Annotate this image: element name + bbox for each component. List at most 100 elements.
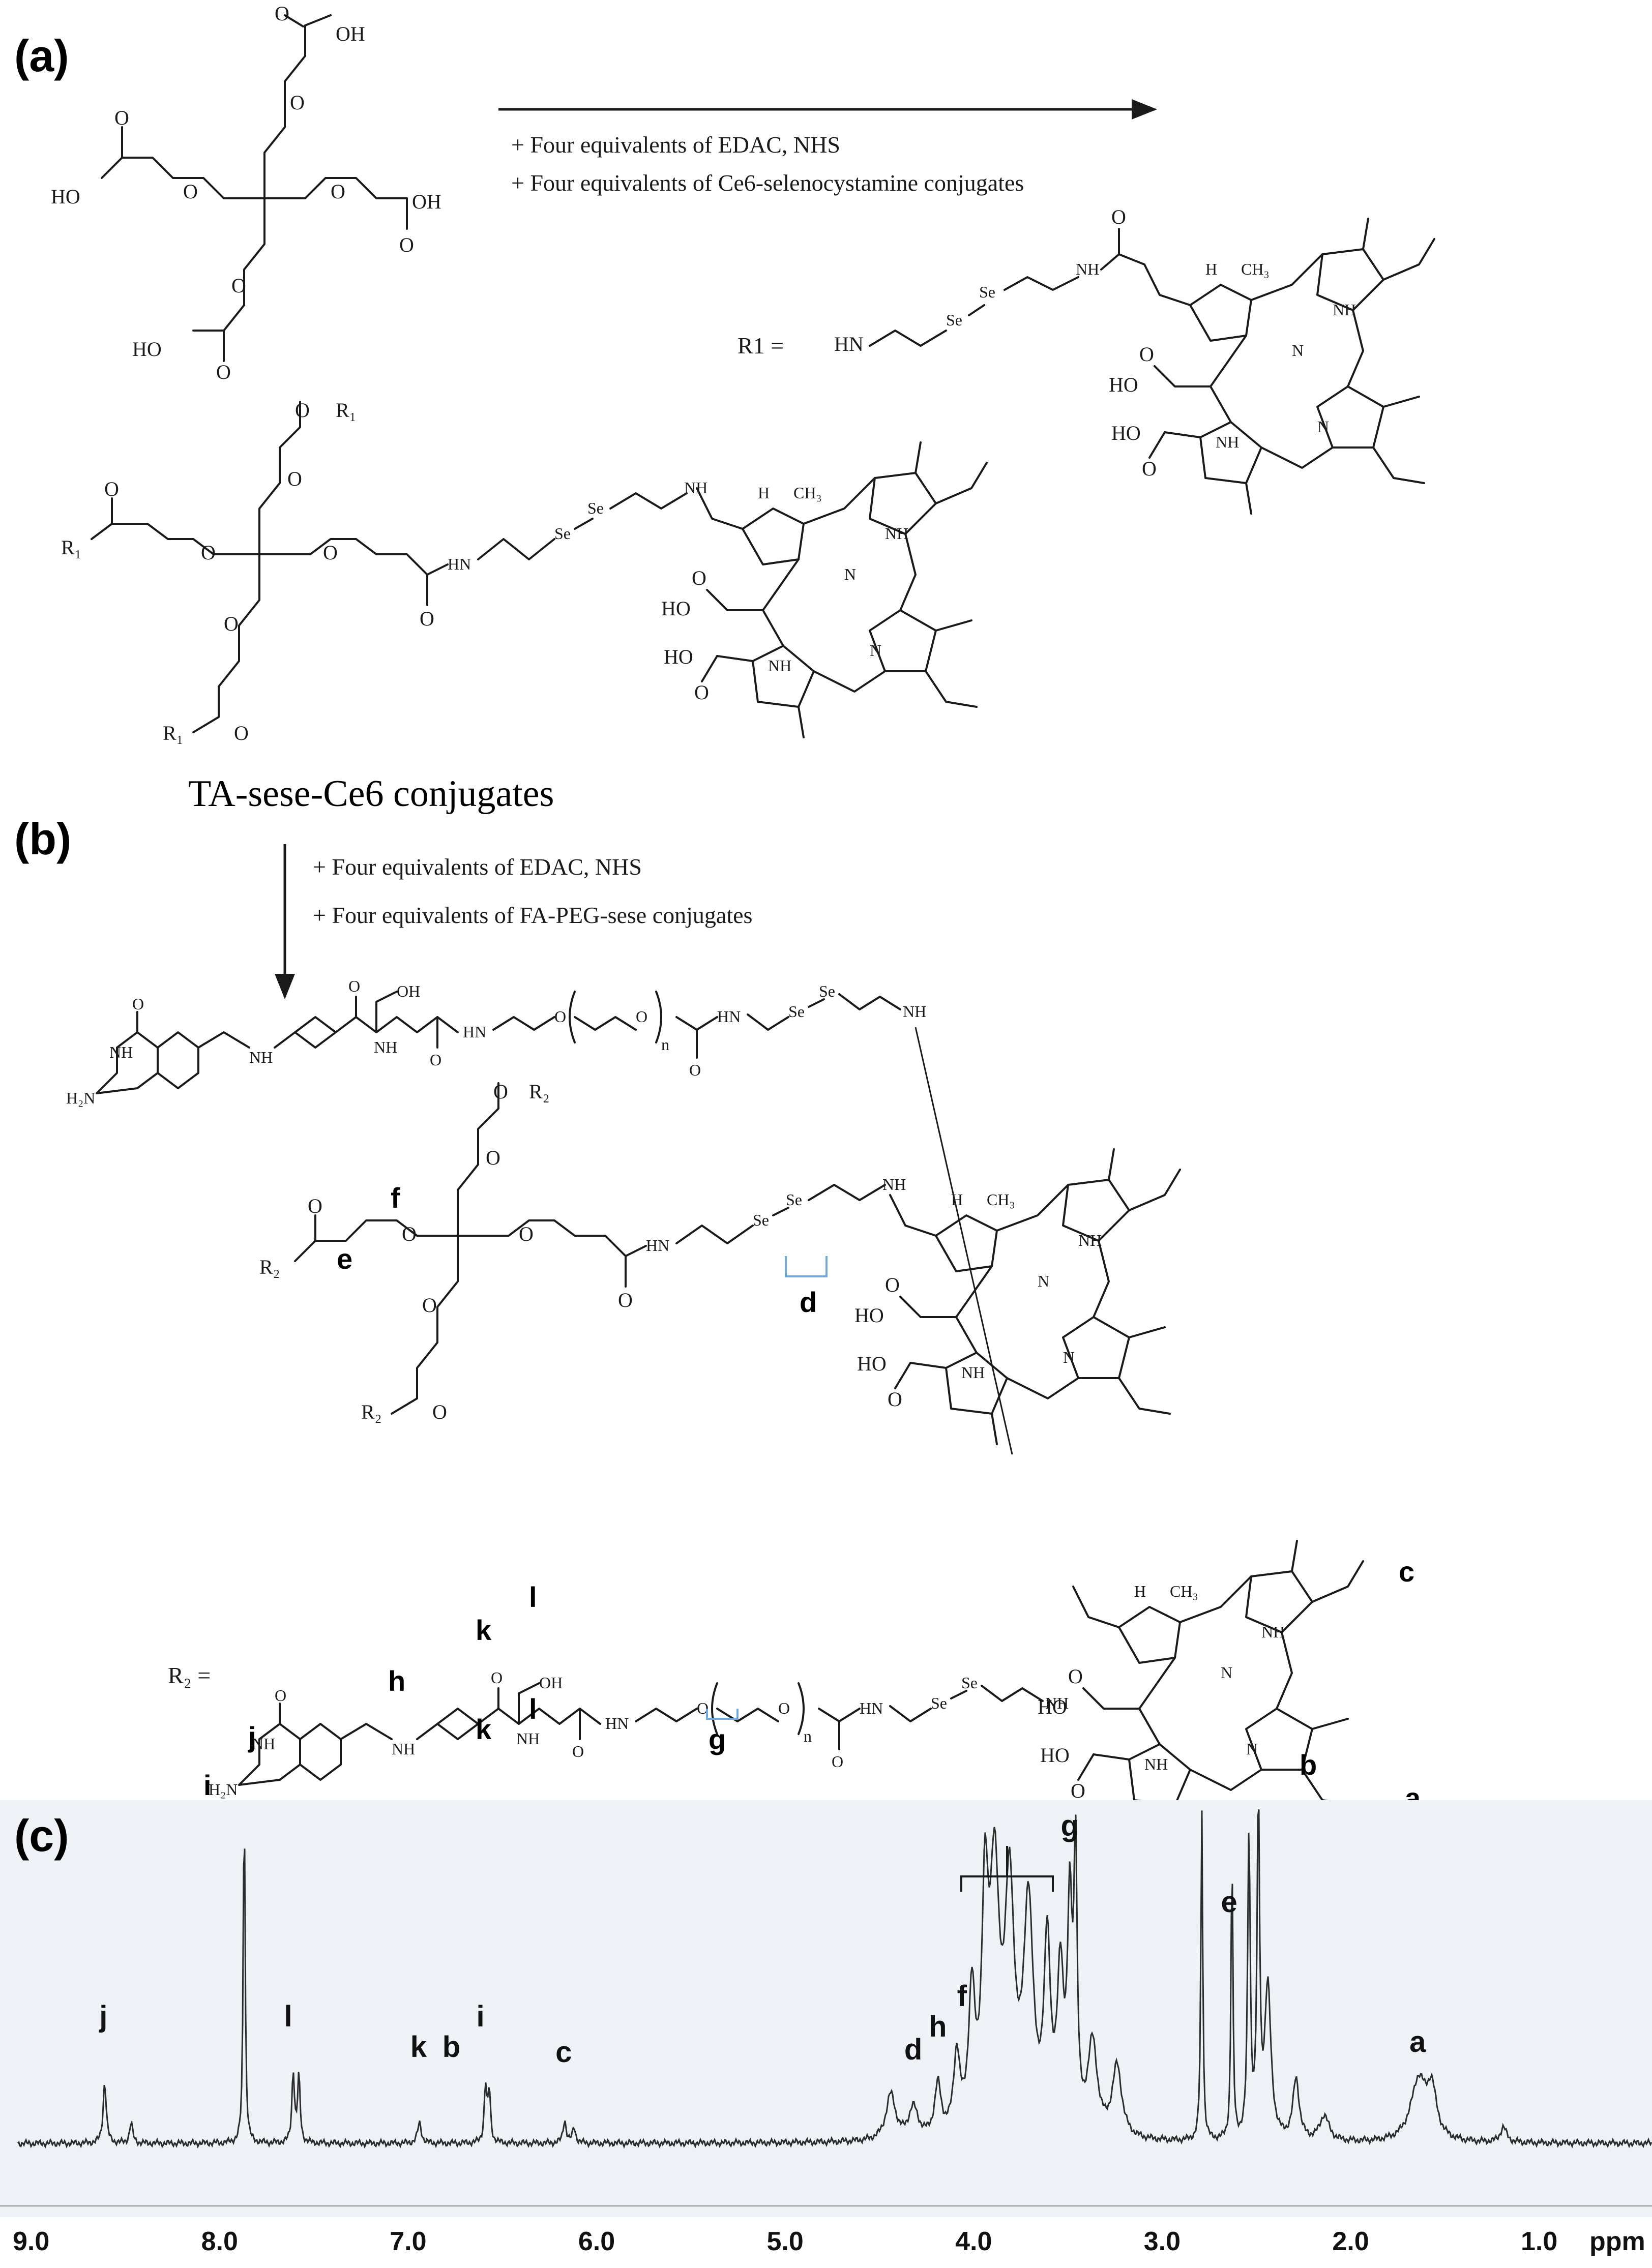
x-tick-label: 1.0 — [1521, 2227, 1557, 2256]
label-se: Se — [587, 499, 604, 517]
tetra-acid-structure: OH O O HO O O O OH O O HO O — [51, 2, 441, 383]
label-o: O — [224, 612, 239, 635]
panel-label-c: (c) — [14, 1810, 69, 1861]
label-n: N — [1292, 341, 1304, 360]
label-o: O — [201, 541, 216, 564]
x-axis-unit: ppm — [1589, 2227, 1645, 2256]
label-o: O — [323, 541, 338, 564]
label-o: O — [689, 1061, 701, 1079]
nmr-background — [0, 1800, 1652, 2217]
assignment-label-e: e — [337, 1243, 352, 1275]
label-se: Se — [554, 524, 571, 543]
peak-label-l: l — [284, 2000, 292, 2033]
x-tick-label: 5.0 — [767, 2227, 804, 2256]
assignment-label-k-top: k — [476, 1614, 492, 1646]
label-nh: NH — [882, 1175, 906, 1193]
peak-label-k: k — [410, 2031, 427, 2064]
label-se: Se — [819, 982, 835, 1000]
x-tick-label: 6.0 — [578, 2227, 615, 2256]
assignment-label-i: i — [203, 1769, 212, 1801]
label-oh: OH — [336, 22, 365, 45]
peak-label-g: g — [1060, 1809, 1078, 1842]
assignment-label-c: c — [1399, 1556, 1414, 1588]
label-o: O — [132, 995, 144, 1013]
x-tick-label: 4.0 — [955, 2227, 992, 2256]
label-o: O — [636, 1007, 647, 1026]
label-se: Se — [979, 283, 995, 301]
label-ho: HO — [1111, 422, 1141, 444]
ta-sese-ce6-structure: O R₁ O O R₁ O O O HN Se Se NH O R₁ O — [61, 399, 988, 744]
label-hn: HN — [717, 1007, 741, 1026]
bracket-g — [706, 1709, 739, 1720]
assignment-label-d: d — [800, 1286, 817, 1318]
assignment-label-b: b — [1300, 1749, 1317, 1781]
label-o: O — [231, 274, 246, 297]
assignment-label-f: f — [391, 1182, 400, 1214]
assignment-label-j: j — [248, 1721, 256, 1753]
r1-linker-structure: HN Se Se NH O — [834, 205, 1145, 355]
label-hn: HN — [463, 1023, 486, 1041]
folate-peg-chain-structure: H₂N NH O NH O OH NH O HN O O n O HN Se S… — [66, 977, 926, 1107]
label-o: O — [618, 1289, 633, 1311]
label-ho: HO — [51, 185, 80, 208]
label-o: O — [402, 1222, 417, 1245]
label-r1: R₁ — [163, 722, 184, 744]
label-se: Se — [753, 1211, 769, 1229]
x-tick-label: 8.0 — [201, 2227, 238, 2256]
label-r2: R₂ — [361, 1400, 382, 1423]
label-hn: HN — [646, 1236, 669, 1255]
label-o: O — [295, 399, 310, 422]
label-n: n — [661, 1035, 669, 1054]
label-r1: R₁ — [61, 536, 82, 559]
panel-label-b: (b) — [14, 814, 71, 864]
label-o: O — [234, 722, 249, 744]
assignment-label-l-top: l — [529, 1581, 537, 1613]
label-h: H — [1205, 260, 1217, 278]
label-o: O — [216, 361, 231, 383]
product-name-ta-sese-ce6: TA-sese-Ce6 conjugates — [188, 773, 554, 815]
label-se: Se — [946, 311, 962, 329]
label-o: O — [486, 1146, 500, 1169]
label-o: O — [493, 1080, 508, 1103]
r2-structure — [208, 1540, 1364, 1837]
label-o: O — [422, 1294, 437, 1317]
peak-label-a: a — [1409, 2025, 1426, 2058]
label-o: O — [430, 1051, 441, 1069]
peak-label-c: c — [555, 2036, 572, 2069]
label-o: O — [275, 2, 289, 25]
label-o: O — [1111, 205, 1126, 228]
label-nh: NH — [109, 1043, 133, 1061]
peak-label-i: i — [477, 2000, 485, 2033]
label-se: Se — [788, 1002, 805, 1021]
label-nh: NH — [1216, 433, 1239, 451]
x-tick-label: 3.0 — [1144, 2227, 1181, 2256]
label-r2: R₂ — [259, 1256, 280, 1278]
peak-label-f: f — [957, 1980, 967, 2013]
label-ch3: CH₃ — [1241, 260, 1270, 278]
ta-core-r2-structure: O R₂ O O R₂ O O O HN Se Se NH O R₂ O — [259, 1080, 1181, 1445]
label-nh: NH — [684, 479, 707, 497]
label-o: O — [432, 1400, 447, 1423]
label-hn: HN — [834, 333, 864, 355]
label-r1: R₁ — [336, 399, 357, 422]
assignment-label-k-bottom: k — [476, 1713, 492, 1745]
label-o: O — [331, 180, 345, 203]
bracket-d — [785, 1256, 828, 1277]
label-o: O — [554, 1007, 566, 1026]
r2-label: R₂ = — [168, 1662, 211, 1688]
label-oh: OH — [397, 982, 420, 1000]
label-nh: NH — [374, 1038, 397, 1056]
label-n: N — [1317, 417, 1329, 436]
label-o: O — [290, 91, 305, 114]
label-nh: NH — [1076, 260, 1099, 278]
peak-label-h: h — [929, 2010, 947, 2043]
reagent-fa-peg-sese: + Four equivalents of FA-PEG-sese conjug… — [313, 902, 752, 928]
label-o: O — [348, 977, 360, 995]
label-o: O — [287, 467, 302, 490]
panel-label-a: (a) — [14, 31, 69, 81]
label-ho: HO — [132, 338, 162, 361]
